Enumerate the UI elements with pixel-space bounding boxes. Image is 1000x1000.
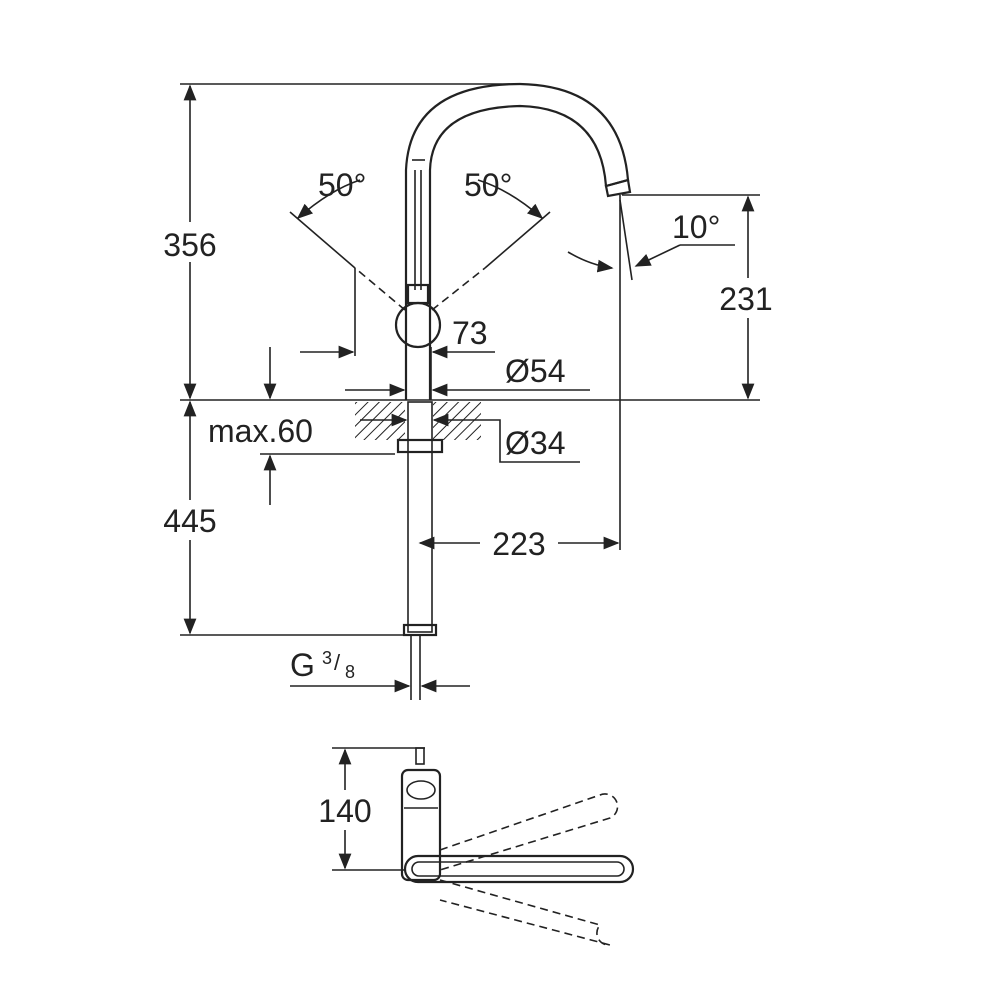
dimension-d34: Ø34 (360, 413, 580, 463)
lever-angles: 50° 50° (289, 159, 551, 311)
label-thread-den: 8 (345, 662, 355, 682)
dimension-d54: Ø54 (345, 353, 590, 397)
extension-lines (180, 83, 760, 636)
label-d54: Ø54 (505, 353, 565, 389)
dimension-231: 231 (712, 195, 784, 400)
label-445: 445 (163, 503, 216, 539)
label-223: 223 (492, 526, 545, 562)
faucet-body (394, 82, 632, 400)
dimension-thread: G 3 / 8 (290, 647, 470, 693)
label-max60: max.60 (208, 413, 313, 449)
label-10-deg: 10° (672, 209, 720, 245)
angle-10: 10° (567, 199, 735, 281)
label-50-deg-right: 50° (464, 167, 512, 203)
label-50-deg-left: 50° (318, 167, 366, 203)
dimension-356: 356 (155, 84, 225, 400)
label-73: 73 (452, 315, 488, 351)
label-231: 231 (719, 281, 772, 317)
label-thread-num: 3 (322, 648, 332, 668)
countertop-section (355, 401, 481, 700)
svg-text:/: / (334, 650, 341, 675)
dimension-445: 445 (155, 400, 225, 635)
label-356: 356 (163, 227, 216, 263)
label-d34: Ø34 (505, 425, 565, 461)
label-thread-g: G (290, 647, 315, 683)
dimension-max60: max.60 (208, 347, 395, 505)
label-140: 140 (318, 793, 371, 829)
dimension-223: 223 (418, 526, 620, 562)
dimension-73: 73 (300, 268, 495, 359)
top-view: 140 (310, 747, 635, 946)
